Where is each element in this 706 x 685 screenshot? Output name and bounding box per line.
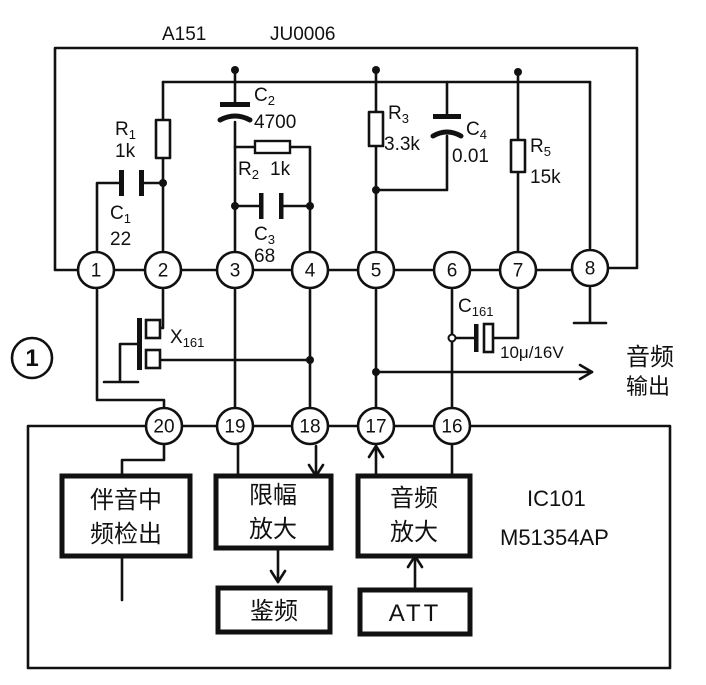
resistor-r1 [154,118,172,160]
r3-value: 3.3k [384,134,420,155]
r3-label: R3 [388,103,409,126]
svg-text:频检出: 频检出 [90,520,162,548]
svg-text:1: 1 [25,345,38,372]
svg-text:20: 20 [153,417,174,438]
r5-value: 15k [530,167,561,188]
c1-value: 22 [110,229,131,250]
c2-value: 4700 [254,112,296,133]
resistor-r3 [367,110,385,148]
pin-20: 20 [144,406,184,446]
svg-text:16: 16 [441,417,462,438]
c4-label: C4 [466,119,487,142]
svg-text:8: 8 [585,259,596,280]
block-limiter-amp: 限幅 放大 [213,473,334,551]
svg-text:1: 1 [91,261,102,282]
svg-text:放大: 放大 [249,515,297,543]
svg-text:音频: 音频 [390,484,438,512]
svg-text:伴音中: 伴音中 [90,486,162,514]
pin-2: 2 [143,250,183,290]
audio-output-label-2: 输出 [626,375,670,400]
pin-3: 3 [215,250,255,290]
capacitor-c4 [430,114,464,139]
capacitor-c2 [217,102,253,123]
block-att: ATT [357,587,473,637]
svg-text:鉴频: 鉴频 [250,597,298,625]
c3-value: 68 [254,246,275,267]
figure-number: 1 [10,336,54,380]
pin-6: 6 [432,250,472,290]
block-audio-amp: 音频 放大 [355,473,473,559]
pin-17: 17 [356,406,396,446]
svg-text:限幅: 限幅 [249,481,297,509]
ic-part: M51354AP [500,525,609,550]
svg-text:17: 17 [365,417,386,438]
c161-value: 10μ/16V [500,343,564,362]
block-sound-if-detector: 伴音中 频检出 [59,473,193,559]
r1-value: 1k [115,141,136,162]
audio-output-label-1: 音频 [626,343,674,371]
svg-text:19: 19 [224,417,245,438]
c2-label: C2 [254,85,275,108]
pin-5: 5 [356,250,396,290]
pin-19: 19 [215,406,255,446]
pin-7: 7 [498,250,538,290]
svg-text:2: 2 [158,261,169,282]
r5-label: R5 [530,136,551,159]
r1-label: R1 [115,119,136,142]
wiring [26,46,672,670]
svg-text:7: 7 [513,261,524,282]
resistor-r2 [253,139,292,155]
r2-value: 1k [270,159,291,180]
c1-label: C1 [110,203,131,226]
junction-dots [159,66,522,376]
svg-text:4: 4 [305,261,316,282]
block-discriminator: 鉴频 [215,585,333,635]
svg-text:5: 5 [371,261,382,282]
resistor-r5 [509,138,527,174]
svg-text:ATT: ATT [389,600,442,627]
c3-label: C3 [254,224,275,247]
ic-name: IC101 [527,486,586,511]
pin-16: 16 [432,406,472,446]
pin-8: 8 [570,248,610,288]
crystal-x161 [137,318,162,370]
pin-1: 1 [76,250,116,290]
header-code: JU0006 [270,24,336,45]
r2-label: R2 [238,159,259,182]
svg-text:3: 3 [230,261,241,282]
capacitor-c161 [474,322,495,354]
pin-18: 18 [290,406,330,446]
capacitor-c3 [259,193,284,219]
svg-text:18: 18 [299,417,320,438]
svg-text:放大: 放大 [390,518,438,546]
capacitor-c1 [119,170,144,196]
pin-4: 4 [290,250,330,290]
header-model: A151 [162,24,206,45]
c4-value: 0.01 [452,146,489,167]
svg-text:6: 6 [447,261,458,282]
x161-label: X161 [170,327,204,350]
c161-label: C161 [458,296,493,319]
